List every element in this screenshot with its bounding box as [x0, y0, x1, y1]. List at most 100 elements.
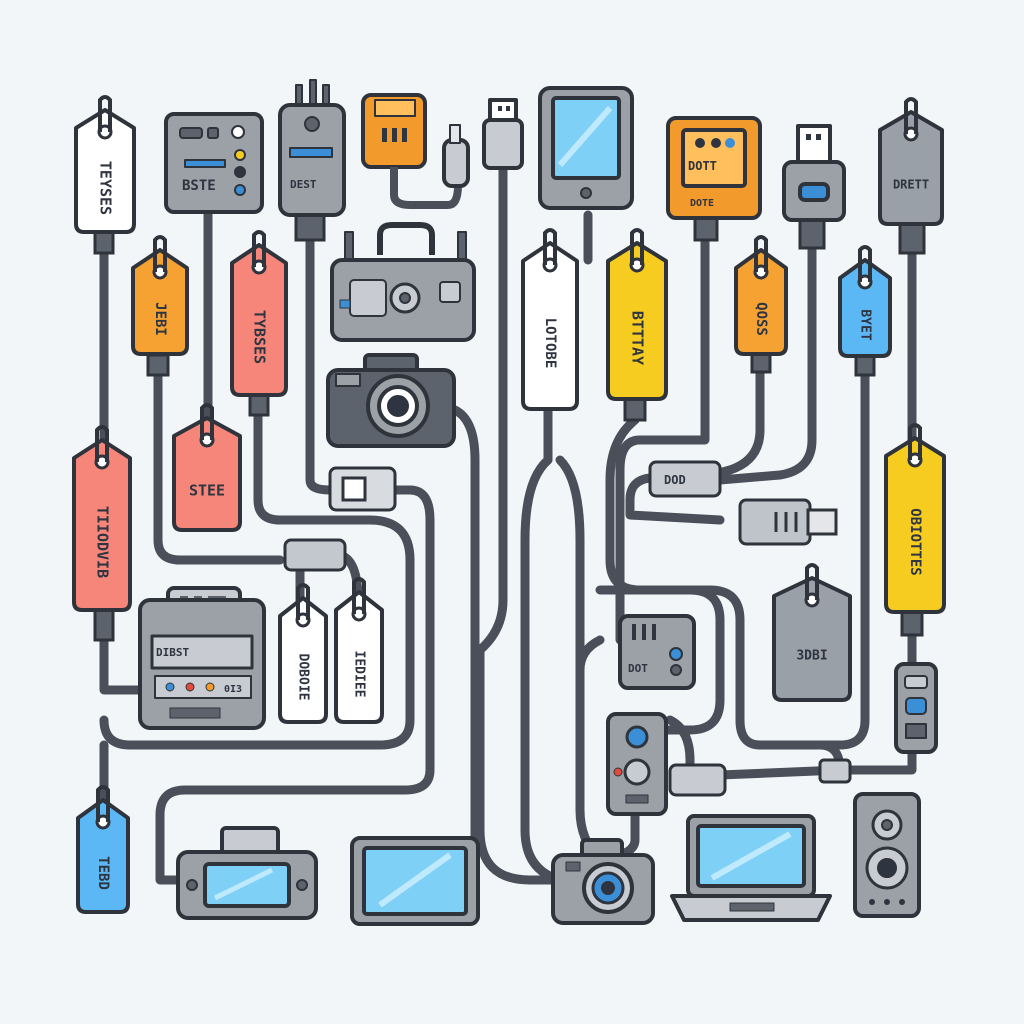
cable — [695, 355, 765, 483]
adapter-device: DOT — [618, 614, 696, 690]
cable — [625, 473, 725, 525]
tag-label: OBIOTTES — [907, 508, 923, 575]
monitor-label: DOTE — [690, 198, 714, 209]
usb-connector-port — [341, 476, 367, 502]
cable — [520, 395, 565, 885]
tag-body — [278, 596, 328, 724]
cable — [575, 635, 605, 675]
tablet-device-bottom — [350, 836, 480, 926]
hdmi-connector-tip — [806, 508, 838, 536]
tag-gray-bottom-right: 3DBI — [772, 563, 852, 702]
tag-body — [74, 108, 136, 234]
tag-string — [98, 95, 112, 132]
tag-string — [754, 235, 768, 272]
cable — [615, 220, 710, 645]
tag-blue-right: BYET — [838, 245, 892, 358]
tag-orange-small: JEBI — [131, 235, 189, 356]
tag-string — [858, 245, 872, 282]
tag-string — [904, 97, 918, 134]
cable — [755, 740, 845, 775]
tag-white-small-2: IEDIEE — [334, 577, 384, 724]
monitor-screen-text: DOTT — [688, 159, 717, 173]
tag-label: TEBD — [95, 856, 111, 890]
plug — [798, 216, 826, 250]
adapter-label: DOT — [628, 662, 648, 675]
inline-connector — [283, 538, 347, 572]
tag-label: BTTTAY — [629, 311, 647, 365]
tag-label: IEDIEE — [352, 651, 367, 698]
tag-body — [334, 590, 384, 724]
remote-label: DEST — [290, 178, 317, 191]
tag-string — [908, 423, 922, 460]
cable — [155, 485, 435, 885]
tag-string — [296, 583, 310, 620]
tag-white-small-1: DOBOIE — [278, 583, 328, 724]
tag-salmon-small: STEE — [172, 403, 242, 532]
handheld-console-device — [176, 826, 318, 920]
tags: TEYSES JEBI TYBSES STEE TIIODVIB LOTOBE BTTTAY… — [72, 95, 946, 914]
tag-string — [200, 403, 214, 440]
tag-string — [805, 563, 819, 600]
cable — [715, 220, 817, 485]
tag-string — [153, 235, 167, 272]
cable — [665, 715, 695, 785]
tag-salmon-left: TIIODVIB — [72, 425, 132, 612]
bottom-connector — [668, 763, 727, 797]
tag-body — [76, 798, 130, 914]
tag-label: STEE — [189, 482, 225, 500]
server-label: DIBST — [156, 646, 189, 659]
cable — [715, 740, 917, 780]
tag-string — [96, 785, 110, 822]
server-device: DIBST 0I3 — [138, 586, 266, 730]
tag-blue-bottom-left: TEBD — [76, 785, 130, 914]
tag-label: TEYSES — [97, 161, 115, 215]
orange-battery-device — [361, 93, 470, 209]
camera-device-bottom — [551, 838, 655, 925]
server-sub-label: 0I3 — [224, 684, 242, 695]
tag-label: LOTOBE — [542, 318, 558, 369]
cable — [305, 215, 335, 495]
tag-body — [734, 248, 788, 356]
tag-body — [521, 241, 579, 411]
panel-label: BSTE — [182, 178, 216, 194]
cable — [595, 355, 870, 750]
usb-device-top-right — [782, 124, 846, 222]
tag-body — [230, 243, 288, 397]
tag-yellow-right: OBIOTTES — [884, 423, 946, 614]
speaker-device — [853, 792, 921, 918]
tag-orange-right: QOSS — [734, 235, 788, 356]
usb-plug-top — [482, 98, 524, 170]
tag-string — [352, 577, 366, 614]
tag-string — [252, 230, 266, 267]
orange-monitor-device: DOTT DOTE — [666, 116, 762, 220]
connector-small-device: DOD — [664, 473, 686, 487]
cable — [390, 167, 462, 209]
router-device — [330, 222, 476, 342]
tag-label: TIIODVIB — [94, 506, 112, 578]
small-remote-device — [894, 662, 938, 754]
tag-yellow-center: BTTTAY — [606, 228, 668, 401]
tag-white-center: LOTOBE — [521, 228, 579, 411]
laptop-device — [670, 814, 832, 922]
tag-white-top-left: TEYSES — [74, 95, 136, 234]
tag-label: TYBSES — [251, 310, 269, 364]
tablet-device — [538, 86, 634, 210]
small-connector — [648, 460, 722, 498]
hdmi-pins — [774, 512, 798, 532]
tag-body — [72, 438, 132, 612]
cables — [99, 163, 917, 885]
control-panel-device: BSTE — [164, 112, 264, 214]
tag-label: JEBI — [152, 302, 168, 336]
connector-small-label: DOD — [664, 473, 686, 487]
tag-label: 3DBI — [796, 649, 827, 664]
tag-string — [95, 425, 109, 462]
tag-string — [630, 228, 644, 265]
devices: BSTE DEST — [138, 79, 938, 926]
tag-body — [172, 416, 242, 532]
tag-label: BYET — [858, 309, 873, 340]
tag-gray-top-right: DRETT — [878, 97, 944, 226]
tag-salmon-tall: TYBSES — [230, 230, 288, 397]
tag-label: DOBOIE — [296, 654, 311, 701]
tag-body — [131, 248, 189, 356]
